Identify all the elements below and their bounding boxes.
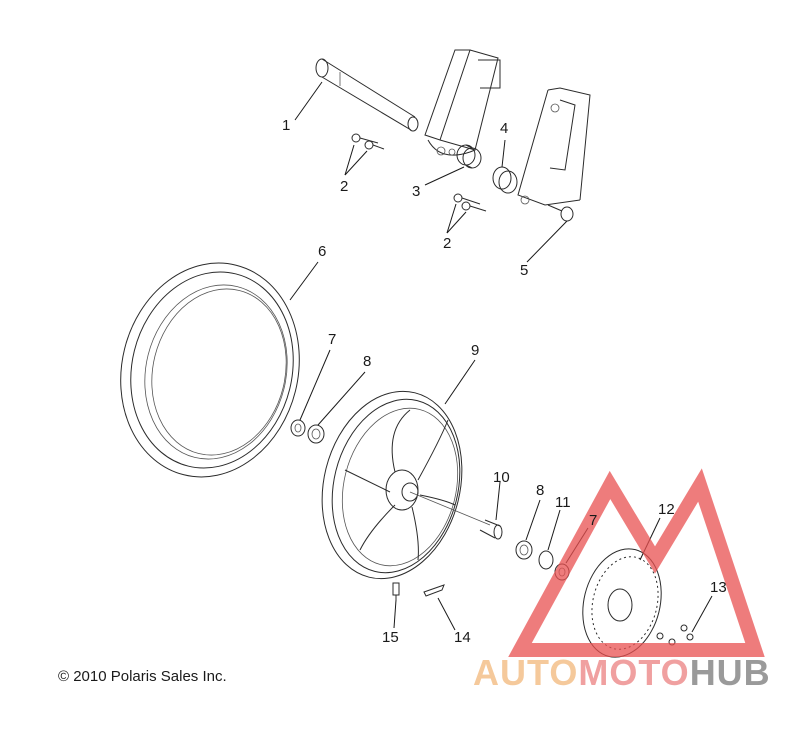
pinch-bolts-lower bbox=[453, 193, 487, 212]
callout-10: 10 bbox=[493, 469, 510, 486]
watermark-text: AUTOMOTOHUB bbox=[473, 652, 771, 694]
axle-nut bbox=[547, 204, 574, 222]
callout-7-left: 7 bbox=[328, 331, 336, 348]
watermark-text-auto: AUTO bbox=[473, 652, 579, 693]
valve-stem bbox=[392, 582, 400, 600]
watermark-text-hub: HUB bbox=[689, 652, 771, 693]
callout-13: 13 bbox=[710, 579, 727, 596]
seal-left bbox=[290, 419, 306, 437]
callout-2-lower: 2 bbox=[443, 235, 451, 252]
spacer-3 bbox=[456, 144, 482, 169]
tire bbox=[120, 262, 300, 478]
hub-spacer bbox=[409, 491, 503, 540]
wheel-rim bbox=[321, 390, 463, 580]
bearing-left bbox=[307, 424, 325, 444]
copyright-notice: © 2010 Polaris Sales Inc. bbox=[58, 668, 227, 685]
watermark-text-moto: MOTO bbox=[578, 652, 690, 693]
callout-7-right: 7 bbox=[589, 512, 597, 529]
axle bbox=[315, 58, 419, 132]
balance-weight bbox=[423, 584, 445, 597]
callout-14: 14 bbox=[454, 629, 471, 646]
leader-lines bbox=[289, 81, 713, 633]
callout-5: 5 bbox=[520, 262, 528, 279]
spacer-4 bbox=[492, 166, 518, 194]
callout-4: 4 bbox=[500, 120, 508, 137]
callout-8-right: 8 bbox=[536, 482, 544, 499]
callout-12: 12 bbox=[658, 501, 675, 518]
callout-6: 6 bbox=[318, 243, 326, 260]
pinch-bolts-upper bbox=[351, 133, 385, 150]
callout-11: 11 bbox=[555, 494, 571, 511]
left-fork-tube bbox=[424, 49, 501, 156]
callout-2-upper: 2 bbox=[340, 178, 348, 195]
snap-ring bbox=[538, 550, 554, 570]
callout-3: 3 bbox=[412, 183, 420, 200]
watermark-logo bbox=[508, 468, 765, 657]
callout-labels: 1 2 3 4 2 5 6 7 8 9 10 8 11 7 12 13 14 1… bbox=[282, 117, 727, 646]
callout-8-left: 8 bbox=[363, 353, 371, 370]
right-fork-tube bbox=[517, 87, 591, 206]
disc-bolts bbox=[656, 624, 694, 646]
callout-9: 9 bbox=[471, 342, 479, 359]
callout-1: 1 bbox=[282, 117, 290, 134]
bearing-right bbox=[515, 540, 533, 560]
callout-15: 15 bbox=[382, 629, 399, 646]
